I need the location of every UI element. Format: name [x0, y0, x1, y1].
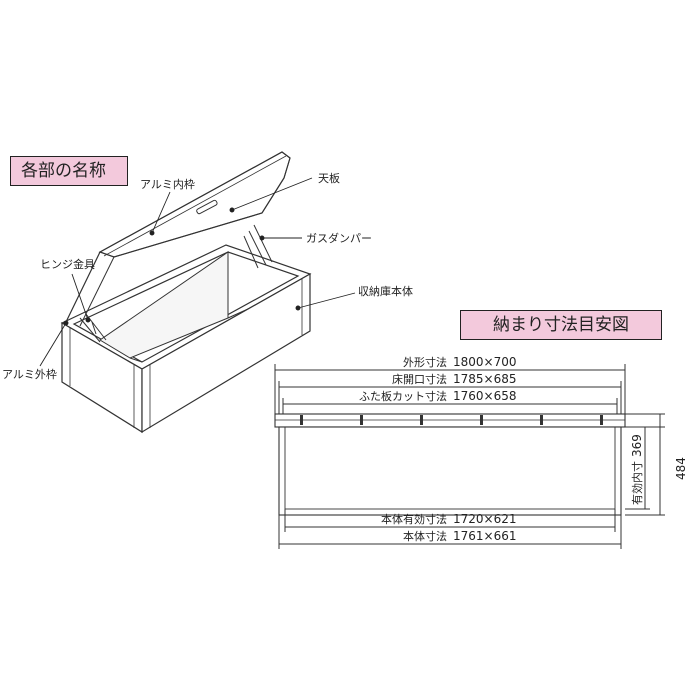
- callout-leaders: [39, 177, 356, 367]
- dim-inner-height-value: 369: [630, 434, 644, 457]
- dim-body-effective-label: 本体有効寸法: [381, 512, 447, 526]
- callout-gas-damper: ガスダンパー: [306, 231, 372, 245]
- dim-body-label: 本体寸法: [403, 529, 447, 543]
- dim-outer-label: 外形寸法: [403, 355, 447, 369]
- parts-section-title: 各部の名称: [10, 156, 128, 186]
- dim-opening-value: 1785×685: [453, 372, 517, 386]
- callout-hinge-fitting: ヒンジ金具: [40, 257, 95, 271]
- dim-opening-label: 床開口寸法: [392, 372, 447, 386]
- dim-outer-value: 1800×700: [453, 355, 517, 369]
- dim-lid-cut-label: ふた板カット寸法: [359, 389, 447, 403]
- dim-outer-height-value: 484: [674, 457, 688, 480]
- dim-body-value: 1761×661: [453, 529, 517, 543]
- callout-aluminum-inner-frame: アルミ内枠: [140, 177, 195, 191]
- callout-storage-body: 収納庫本体: [358, 284, 413, 298]
- dims-section-title: 納まり寸法目安図: [460, 310, 662, 340]
- dim-body-effective-value: 1720×621: [453, 512, 517, 526]
- dimension-drawing: 外形寸法 1800×700 床開口寸法 1785×685 ふた板カット寸法 17…: [274, 355, 688, 549]
- storage-box-drawing: [60, 151, 312, 434]
- dim-inner-height-label: 有効内寸: [630, 461, 644, 505]
- callout-top-board: 天板: [318, 171, 340, 185]
- dim-lid-cut-value: 1760×658: [453, 389, 517, 403]
- callout-aluminum-outer-frame: アルミ外枠: [2, 367, 57, 381]
